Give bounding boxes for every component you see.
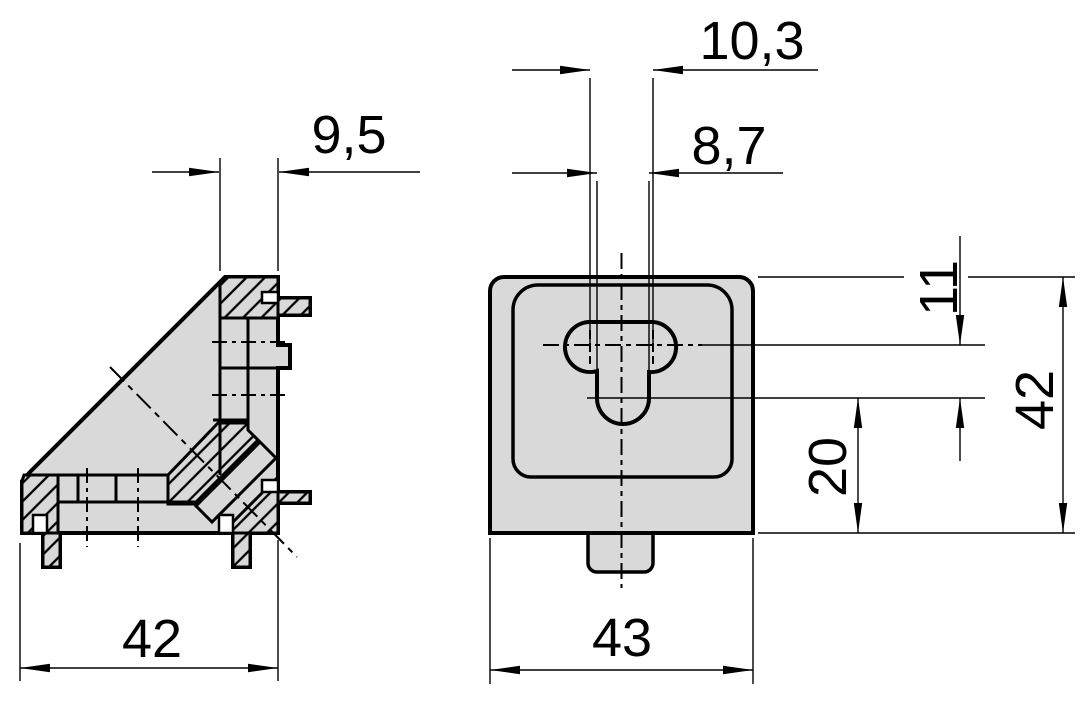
front-bottom-tab (586, 531, 655, 574)
side-notches (31, 290, 280, 535)
dim-slot-to-base: 20 (798, 437, 858, 497)
dim-width: 43 (592, 608, 652, 668)
side-hatched-regions (20, 275, 312, 569)
front-extension-lines (489, 78, 1075, 684)
dim-height: 42 (1005, 370, 1065, 430)
dim-arm-thickness: 9,5 (311, 105, 386, 165)
dim-slot-center-span: 10,3 (699, 11, 804, 71)
dim-edge-to-slot-center: 11 (909, 260, 969, 316)
front-plate (488, 275, 755, 535)
front-recess (511, 283, 734, 479)
side-centerlines (86, 341, 298, 558)
dim-slot-width: 8,7 (691, 116, 766, 176)
side-corner-channel (193, 439, 279, 525)
side-internal-lines (24, 283, 278, 504)
side-dim-arm-thickness (152, 158, 420, 271)
dim-base-width: 42 (122, 609, 182, 669)
side-dim-base-width (19, 540, 279, 681)
front-view: 10,3 8,7 11 20 42 43 (488, 11, 1075, 684)
side-view: 9,5 42 (19, 105, 420, 681)
